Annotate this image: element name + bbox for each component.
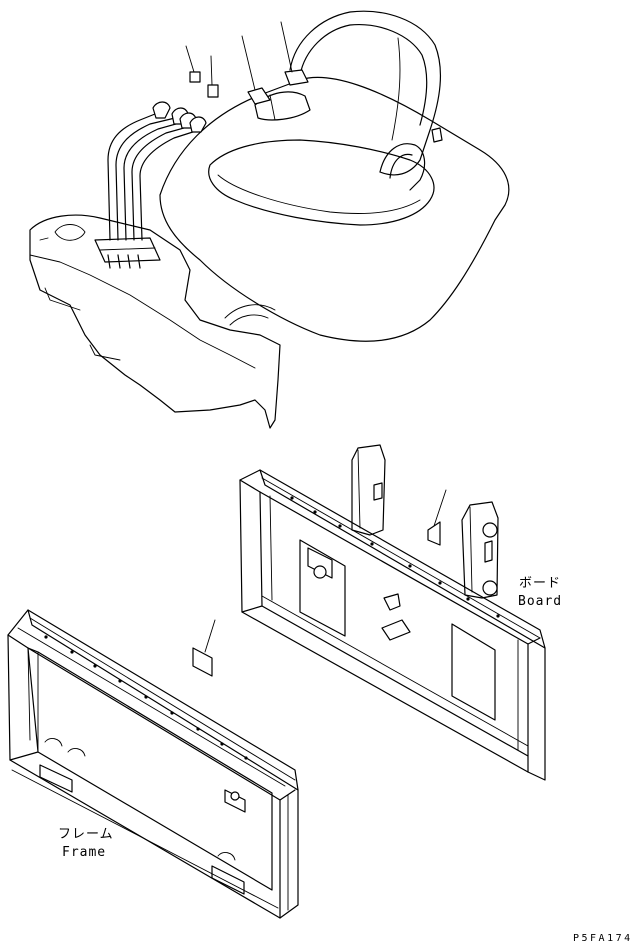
frame-bolts	[44, 635, 248, 760]
truck-body-assembly	[29, 10, 510, 429]
board-assembly	[239, 444, 546, 781]
board-label-en: Board	[518, 594, 563, 609]
board-label-jp: ボード	[519, 576, 562, 591]
frame-assembly	[7, 609, 299, 919]
frame-label-en: Frame	[62, 845, 107, 860]
frame-label-jp: フレーム	[58, 827, 114, 842]
drawing-code: P5FA174	[573, 933, 633, 944]
board-bolts	[290, 496, 500, 618]
